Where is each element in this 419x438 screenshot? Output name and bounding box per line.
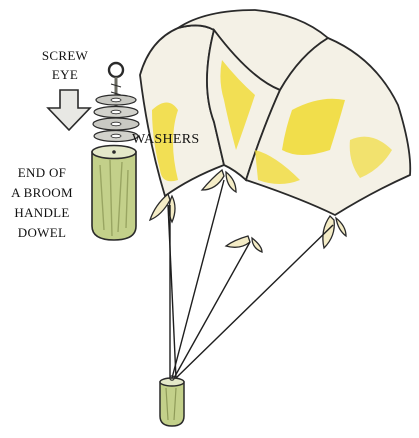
dowel-label-line: DOWEL bbox=[4, 223, 80, 243]
dowel-icon bbox=[92, 146, 136, 241]
dowel-label-line: A BROOM bbox=[4, 183, 80, 203]
screw-eye-label: SCREW EYE bbox=[36, 46, 94, 84]
down-arrow-icon bbox=[48, 90, 90, 130]
screw-eye-label-line: EYE bbox=[36, 65, 94, 84]
hanging-weight-icon bbox=[160, 376, 184, 426]
dowel-label-line: HANDLE bbox=[4, 203, 80, 223]
parachute-canopy bbox=[140, 10, 410, 215]
dowel-label-line: END OF bbox=[4, 163, 80, 183]
washers-label: WASHERS bbox=[132, 130, 199, 149]
screw-eye-label-line: SCREW bbox=[36, 46, 94, 65]
dowel-label: END OF A BROOM HANDLE DOWEL bbox=[4, 163, 80, 243]
shroud-lines bbox=[168, 180, 333, 378]
